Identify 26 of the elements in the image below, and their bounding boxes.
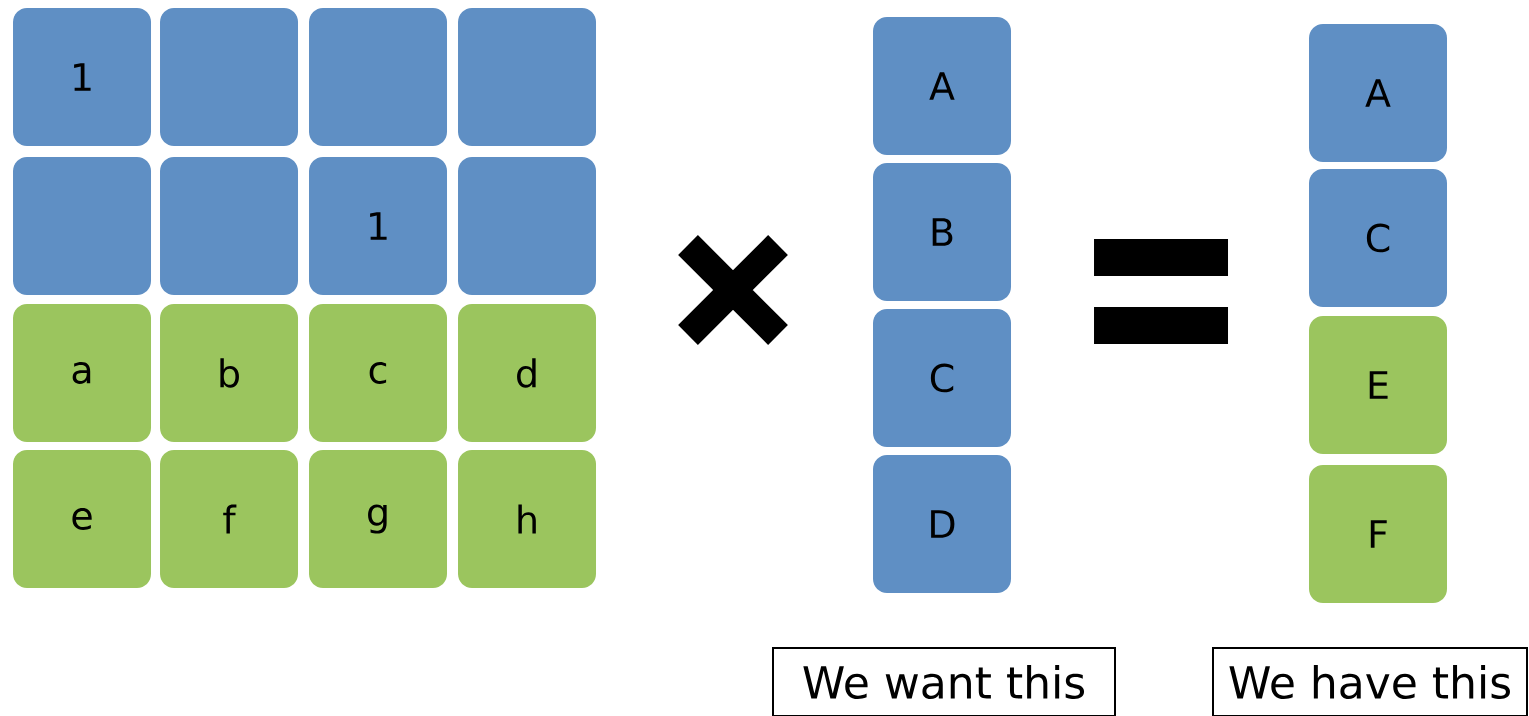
matrix-cell: h	[458, 450, 596, 588]
vector-cell: F	[1309, 465, 1447, 603]
caption-box: We want this	[772, 647, 1116, 716]
vector-cell: A	[873, 17, 1011, 155]
matrix-cell	[458, 8, 596, 146]
matrix-cell: 1	[13, 8, 151, 146]
vector-cell: C	[1309, 169, 1447, 307]
matrix-cell	[13, 157, 151, 295]
matrix-cell: 1	[309, 157, 447, 295]
matrix-cell: a	[13, 304, 151, 442]
matrix-cell: d	[458, 304, 596, 442]
matrix-cell	[160, 8, 298, 146]
vector-cell: B	[873, 163, 1011, 301]
matrix-cell: c	[309, 304, 447, 442]
matrix-cell: f	[160, 450, 298, 588]
vector-cell: E	[1309, 316, 1447, 454]
matrix-cell	[309, 8, 447, 146]
matrix-cell: b	[160, 304, 298, 442]
matrix-cell: e	[13, 450, 151, 588]
matrix-cell	[458, 157, 596, 295]
vector-cell: A	[1309, 24, 1447, 162]
vector-cell: D	[873, 455, 1011, 593]
matrix-cell	[160, 157, 298, 295]
caption-box: We have this	[1212, 647, 1528, 716]
vector-cell: C	[873, 309, 1011, 447]
matrix-cell: g	[309, 450, 447, 588]
